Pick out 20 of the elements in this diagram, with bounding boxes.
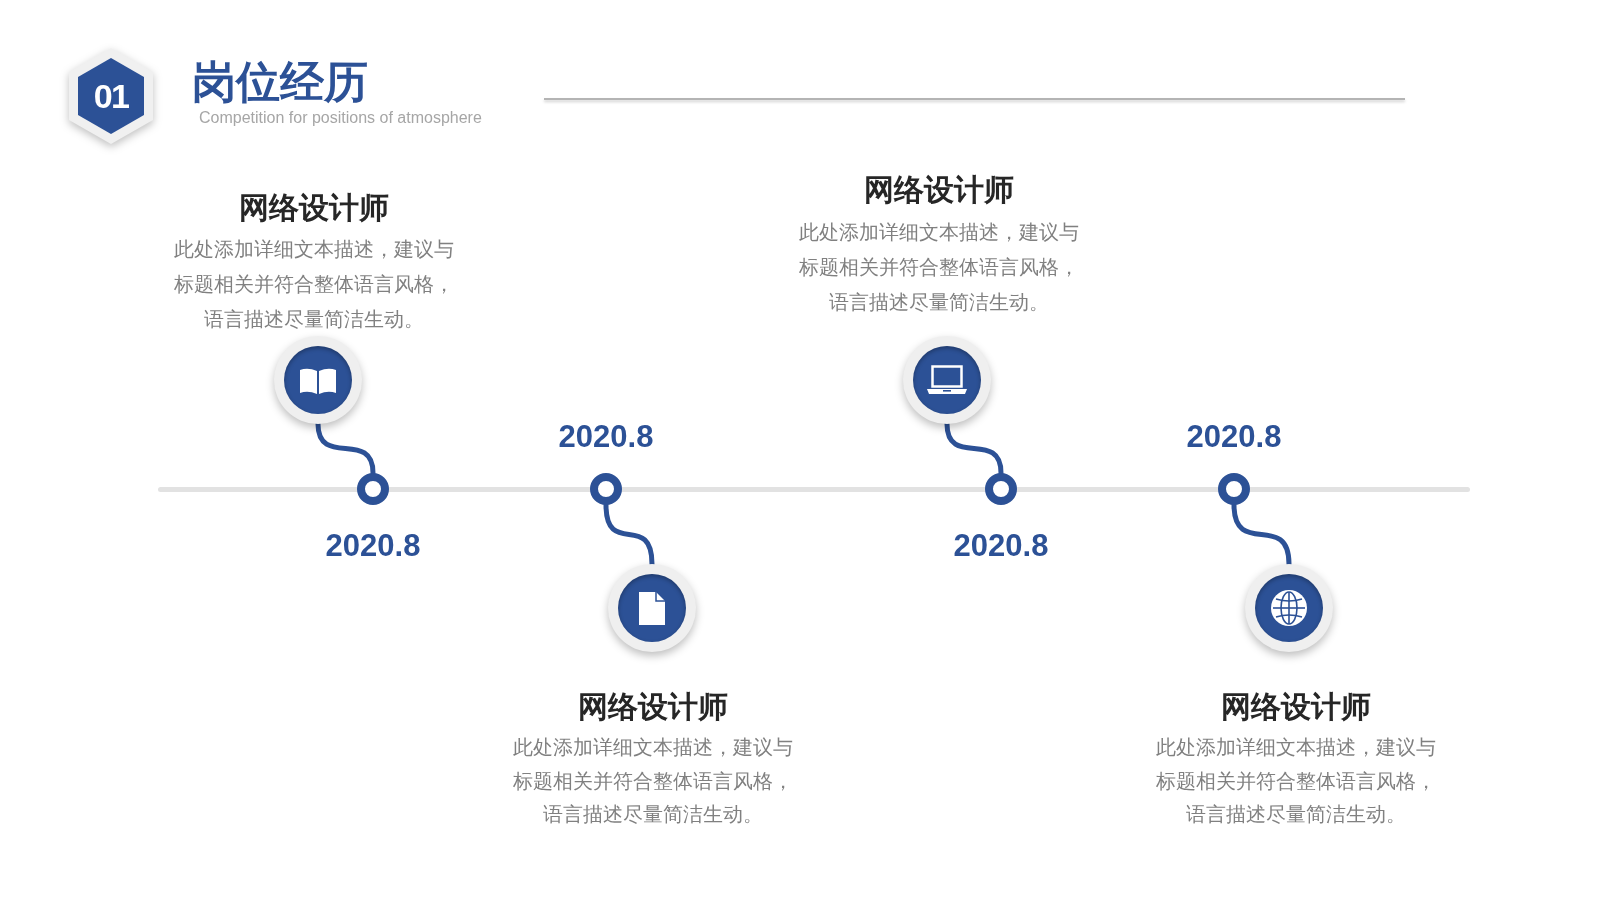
date-label: 2020.8 (1185, 419, 1283, 455)
slide-title: 岗位经历 (192, 56, 368, 108)
date-label: 2020.8 (324, 528, 422, 564)
date-label: 2020.8 (952, 528, 1050, 564)
timeline-marker (985, 473, 1017, 505)
role-heading: 网络设计师 (578, 689, 728, 725)
timeline-marker (590, 473, 622, 505)
hexagon-badge (66, 46, 156, 146)
badge-number: 01 (93, 76, 129, 116)
description-text: 此处添加详细文本描述，建议与标题相关并符合整体语言风格，语言描述尽量简洁生动。 (512, 734, 794, 828)
role-heading: 网络设计师 (1221, 689, 1371, 725)
role-heading: 网络设计师 (239, 190, 389, 226)
timeline-marker (1218, 473, 1250, 505)
role-heading: 网络设计师 (864, 172, 1014, 208)
description-text: 此处添加详细文本描述，建议与标题相关并符合整体语言风格，语言描述尽量简洁生动。 (798, 219, 1080, 316)
description-text: 此处添加详细文本描述，建议与标题相关并符合整体语言风格，语言描述尽量简洁生动。 (1155, 734, 1437, 828)
date-label: 2020.8 (557, 419, 655, 455)
description-text: 此处添加详细文本描述，建议与标题相关并符合整体语言风格，语言描述尽量简洁生动。 (173, 236, 455, 333)
timeline-marker (357, 473, 389, 505)
slide-subtitle: Competition for positions of atmosphere (199, 108, 482, 128)
